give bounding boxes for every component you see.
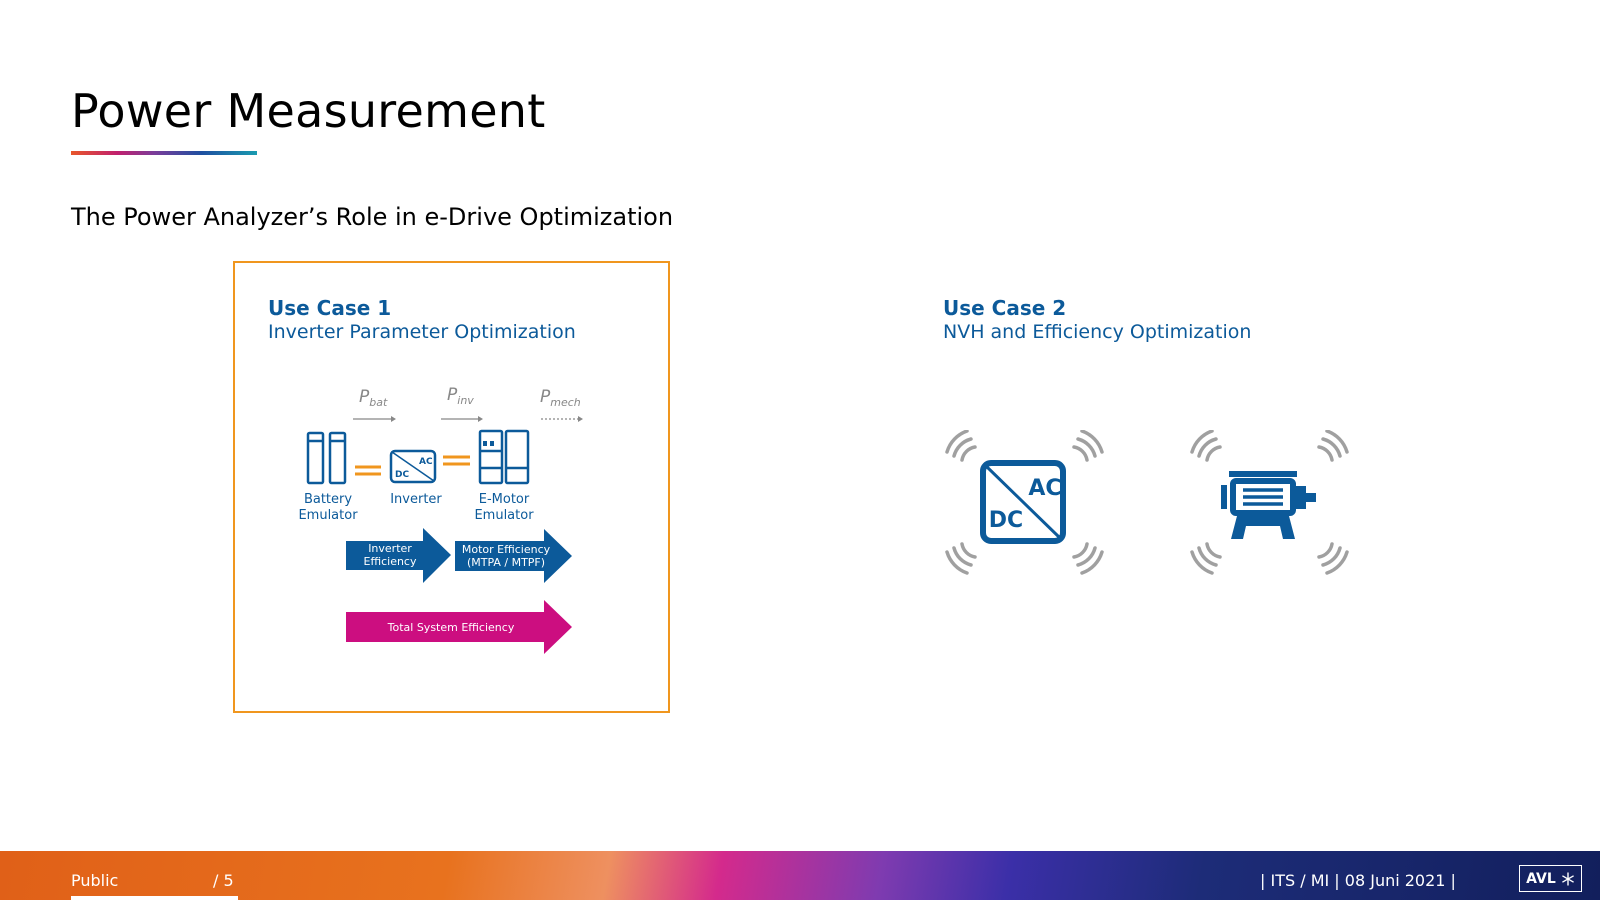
avl-logo: AVL	[1519, 865, 1582, 892]
connector-icon	[355, 455, 470, 476]
svg-text:Inverter: Inverter	[368, 542, 412, 555]
svg-text:Efficiency: Efficiency	[364, 555, 417, 568]
efficiency-diagram: Pbat Pinv Pmech AC DC	[298, 385, 583, 654]
use-case-1-heading: Use Case 1	[268, 296, 392, 320]
svg-text:AC: AC	[1028, 476, 1061, 501]
svg-text:DC: DC	[989, 508, 1023, 533]
use-case-2-subheading: NVH and Efficiency Optimization	[943, 321, 1252, 343]
p-inv-label: Pinv	[447, 385, 474, 407]
inverter-vibration-icon: AC DC	[945, 430, 1104, 575]
motor-vibration-icon	[1190, 430, 1349, 575]
use-case-2-icons: AC DC	[945, 430, 1349, 575]
use-case-1-frame	[233, 261, 670, 713]
svg-text:Motor Efficiency: Motor Efficiency	[462, 543, 551, 556]
motor-efficiency-arrow: Motor Efficiency (MTPA / MTPF)	[455, 529, 572, 583]
total-system-efficiency-arrow: Total System Efficiency	[346, 600, 572, 654]
footer-bar	[0, 851, 1600, 900]
logo-snowflake-icon	[1561, 872, 1574, 885]
battery-emulator-icon	[306, 431, 347, 485]
logo-text: AVL	[1526, 870, 1556, 887]
inverter-icon: AC DC	[389, 449, 437, 484]
svg-text:AC: AC	[419, 457, 433, 467]
footer-underline	[71, 896, 238, 900]
e-motor-emulator-icon	[478, 429, 530, 485]
footer-page-number: / 5	[213, 871, 234, 890]
inverter-label: Inverter	[390, 492, 442, 507]
svg-text:Total System Efficiency: Total System Efficiency	[387, 621, 515, 634]
svg-text:DC: DC	[395, 470, 409, 480]
title-underline	[71, 151, 257, 155]
battery-emulator-label: Emulator	[298, 508, 358, 523]
inverter-efficiency-arrow: Inverter Efficiency	[346, 528, 451, 583]
use-case-1-subheading: Inverter Parameter Optimization	[268, 321, 576, 343]
p-bat-label: Pbat	[359, 387, 388, 409]
use-case-2-heading: Use Case 2	[943, 296, 1067, 320]
e-motor-emulator-label: Emulator	[474, 508, 534, 523]
battery-label: Battery	[304, 492, 352, 507]
svg-text:(MTPA / MTPF): (MTPA / MTPF)	[467, 556, 545, 569]
p-mech-label: Pmech	[540, 387, 581, 409]
footer-meta: | ITS / MI | 08 Juni 2021 |	[1260, 871, 1456, 890]
footer-classification: Public	[71, 871, 119, 890]
e-motor-label: E-Motor	[479, 492, 530, 507]
page-subtitle: The Power Analyzer’s Role in e-Drive Opt…	[71, 203, 674, 231]
page-title: Power Measurement	[71, 84, 546, 138]
